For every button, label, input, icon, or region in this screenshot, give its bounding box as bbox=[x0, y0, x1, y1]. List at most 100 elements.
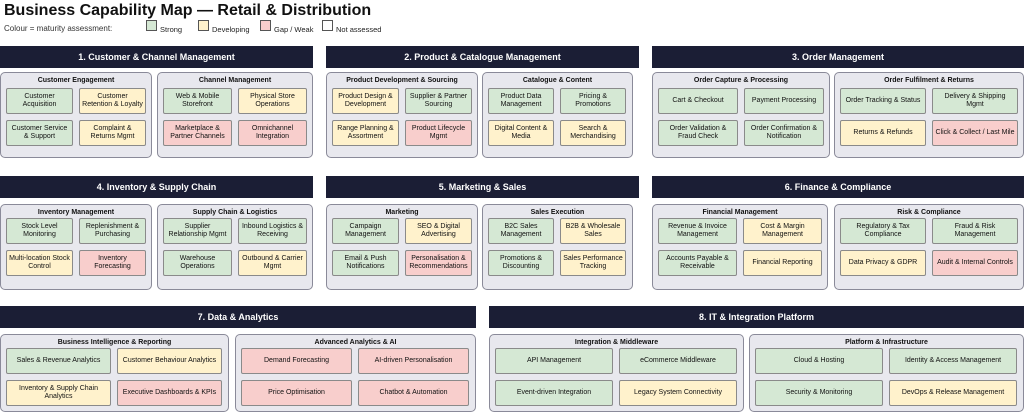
group-title: Business Intelligence & Reporting bbox=[57, 339, 172, 346]
capability-box: Click & Collect / Last Mile bbox=[932, 120, 1018, 146]
capability-label: Order Confirmation & Notification bbox=[750, 124, 818, 140]
capability-box: Pricing & Promotions bbox=[560, 88, 626, 114]
capability-box: Price Optimisation bbox=[241, 380, 352, 406]
capability-label: Inventory Forecasting bbox=[94, 254, 131, 270]
capability-box: Product Data Management bbox=[488, 88, 554, 114]
capability-label: Payment Processing bbox=[751, 96, 817, 104]
capability-label: Omnichannel Integration bbox=[251, 124, 294, 140]
capability-label: Legacy System Connectivity bbox=[634, 388, 722, 396]
capability-box: AI-driven Personalisation bbox=[358, 348, 469, 374]
capability-label: Data Privacy & GDPR bbox=[848, 258, 918, 266]
capability-label: Inbound Logistics & Receiving bbox=[241, 222, 304, 238]
capability-label: Customer Service & Support bbox=[11, 124, 68, 140]
capability-box: DevOps & Release Management bbox=[889, 380, 1017, 406]
group-title: Catalogue & Content bbox=[522, 77, 593, 84]
capability-label: Regulatory & Tax Compliance bbox=[856, 222, 910, 238]
capability-box: Audit & Internal Controls bbox=[932, 250, 1018, 276]
capability-box: Customer Acquisition bbox=[6, 88, 73, 114]
section-header: 1. Customer & Channel Management bbox=[0, 46, 313, 68]
capability-box: Sales Performance Tracking bbox=[560, 250, 626, 276]
capability-box: Supplier Relationship Mgmt bbox=[163, 218, 232, 244]
capability-label: Product Data Management bbox=[500, 92, 542, 108]
legend-caption: Colour = maturity assessment: bbox=[4, 24, 113, 33]
capability-box: Executive Dashboards & KPIs bbox=[117, 380, 222, 406]
capability-box: Customer Retention & Loyalty bbox=[79, 88, 146, 114]
capability-box: Returns & Refunds bbox=[840, 120, 926, 146]
group-title: Risk & Compliance bbox=[897, 209, 961, 216]
capability-label: Executive Dashboards & KPIs bbox=[122, 388, 217, 396]
capability-box: API Management bbox=[495, 348, 613, 374]
group-title: Customer Engagement bbox=[37, 77, 115, 84]
capability-label: Customer Behaviour Analytics bbox=[122, 356, 217, 364]
capability-label: Range Planning & Assortment bbox=[337, 124, 394, 140]
capability-box: Inbound Logistics & Receiving bbox=[238, 218, 307, 244]
capability-box: Physical Store Operations bbox=[238, 88, 307, 114]
capability-box: Cost & Margin Management bbox=[743, 218, 822, 244]
capability-box: Order Confirmation & Notification bbox=[744, 120, 824, 146]
capability-label: Security & Monitoring bbox=[785, 388, 853, 396]
capability-label: Complaint & Returns Mgmt bbox=[90, 124, 135, 140]
legend-label-strong: Strong bbox=[160, 25, 183, 34]
capability-label: Click & Collect / Last Mile bbox=[935, 128, 1015, 136]
capability-box: Promotions & Discounting bbox=[488, 250, 554, 276]
capability-label: Chatbot & Automation bbox=[379, 388, 448, 396]
capability-box: Warehouse Operations bbox=[163, 250, 232, 276]
capability-box: Order Validation & Fraud Check bbox=[658, 120, 738, 146]
page-title: Business Capability Map — Retail & Distr… bbox=[4, 2, 372, 19]
section-header: 7. Data & Analytics bbox=[0, 306, 476, 328]
capability-label: Supplier Relationship Mgmt bbox=[168, 222, 227, 238]
capability-label: Multi-location Stock Control bbox=[9, 254, 70, 270]
legend-label-developing: Developing bbox=[212, 25, 250, 34]
legend-swatch-developing bbox=[198, 20, 209, 31]
capability-label: Product Lifecycle Mgmt bbox=[411, 124, 466, 140]
capability-box: Multi-location Stock Control bbox=[6, 250, 73, 276]
capability-box: Digital Content & Media bbox=[488, 120, 554, 146]
capability-box: Web & Mobile Storefront bbox=[163, 88, 232, 114]
capability-label: Price Optimisation bbox=[268, 388, 325, 396]
capability-label: Audit & Internal Controls bbox=[937, 258, 1013, 266]
group-title: Order Capture & Processing bbox=[693, 77, 789, 84]
capability-label: SEO & Digital Advertising bbox=[417, 222, 460, 238]
capability-box: Email & Push Notifications bbox=[332, 250, 399, 276]
capability-box: Customer Behaviour Analytics bbox=[117, 348, 222, 374]
capability-label: Physical Store Operations bbox=[250, 92, 295, 108]
capability-box: Regulatory & Tax Compliance bbox=[840, 218, 926, 244]
capability-label: Order Tracking & Status bbox=[845, 96, 921, 104]
capability-label: B2C Sales Management bbox=[500, 222, 542, 238]
capability-box: Outbound & Carrier Mgmt bbox=[238, 250, 307, 276]
capability-label: Pricing & Promotions bbox=[575, 92, 611, 108]
capability-box: Omnichannel Integration bbox=[238, 120, 307, 146]
legend-label-gap: Gap / Weak bbox=[274, 25, 314, 34]
group-title: Inventory Management bbox=[37, 209, 115, 216]
capability-box: Cloud & Hosting bbox=[755, 348, 883, 374]
capability-label: Supplier & Partner Sourcing bbox=[409, 92, 468, 108]
group-title: Order Fulfilment & Returns bbox=[884, 77, 974, 84]
capability-label: AI-driven Personalisation bbox=[374, 356, 453, 364]
capability-label: Digital Content & Media bbox=[494, 124, 548, 140]
capability-label: Customer Retention & Loyalty bbox=[82, 92, 143, 108]
capability-box: Sales & Revenue Analytics bbox=[6, 348, 111, 374]
group-title: Advanced Analytics & AI bbox=[314, 339, 397, 346]
capability-label: API Management bbox=[526, 356, 582, 364]
capability-box: Range Planning & Assortment bbox=[332, 120, 399, 146]
capability-box: Inventory & Supply Chain Analytics bbox=[6, 380, 111, 406]
capability-label: Cost & Margin Management bbox=[760, 222, 805, 238]
capability-label: Accounts Payable & Receivable bbox=[666, 254, 729, 270]
capability-box: Data Privacy & GDPR bbox=[840, 250, 926, 276]
capability-label: eCommerce Middleware bbox=[640, 356, 716, 364]
capability-box: Security & Monitoring bbox=[755, 380, 883, 406]
group-title: Integration & Middleware bbox=[574, 339, 659, 346]
section-header: 2. Product & Catalogue Management bbox=[326, 46, 639, 68]
section-header: 6. Finance & Compliance bbox=[652, 176, 1024, 198]
capability-box: Customer Service & Support bbox=[6, 120, 73, 146]
capability-label: Web & Mobile Storefront bbox=[175, 92, 220, 108]
capability-box: Inventory Forecasting bbox=[79, 250, 146, 276]
capability-label: Cart & Checkout bbox=[672, 96, 724, 104]
legend-label-na: Not assessed bbox=[336, 25, 382, 34]
section-header: 5. Marketing & Sales bbox=[326, 176, 639, 198]
capability-box: B2B & Wholesale Sales bbox=[560, 218, 626, 244]
capability-box: Delivery & Shipping Mgmt bbox=[932, 88, 1018, 114]
capability-box: SEO & Digital Advertising bbox=[405, 218, 472, 244]
capability-box: Product Lifecycle Mgmt bbox=[405, 120, 472, 146]
capability-label: Sales & Revenue Analytics bbox=[16, 356, 101, 364]
